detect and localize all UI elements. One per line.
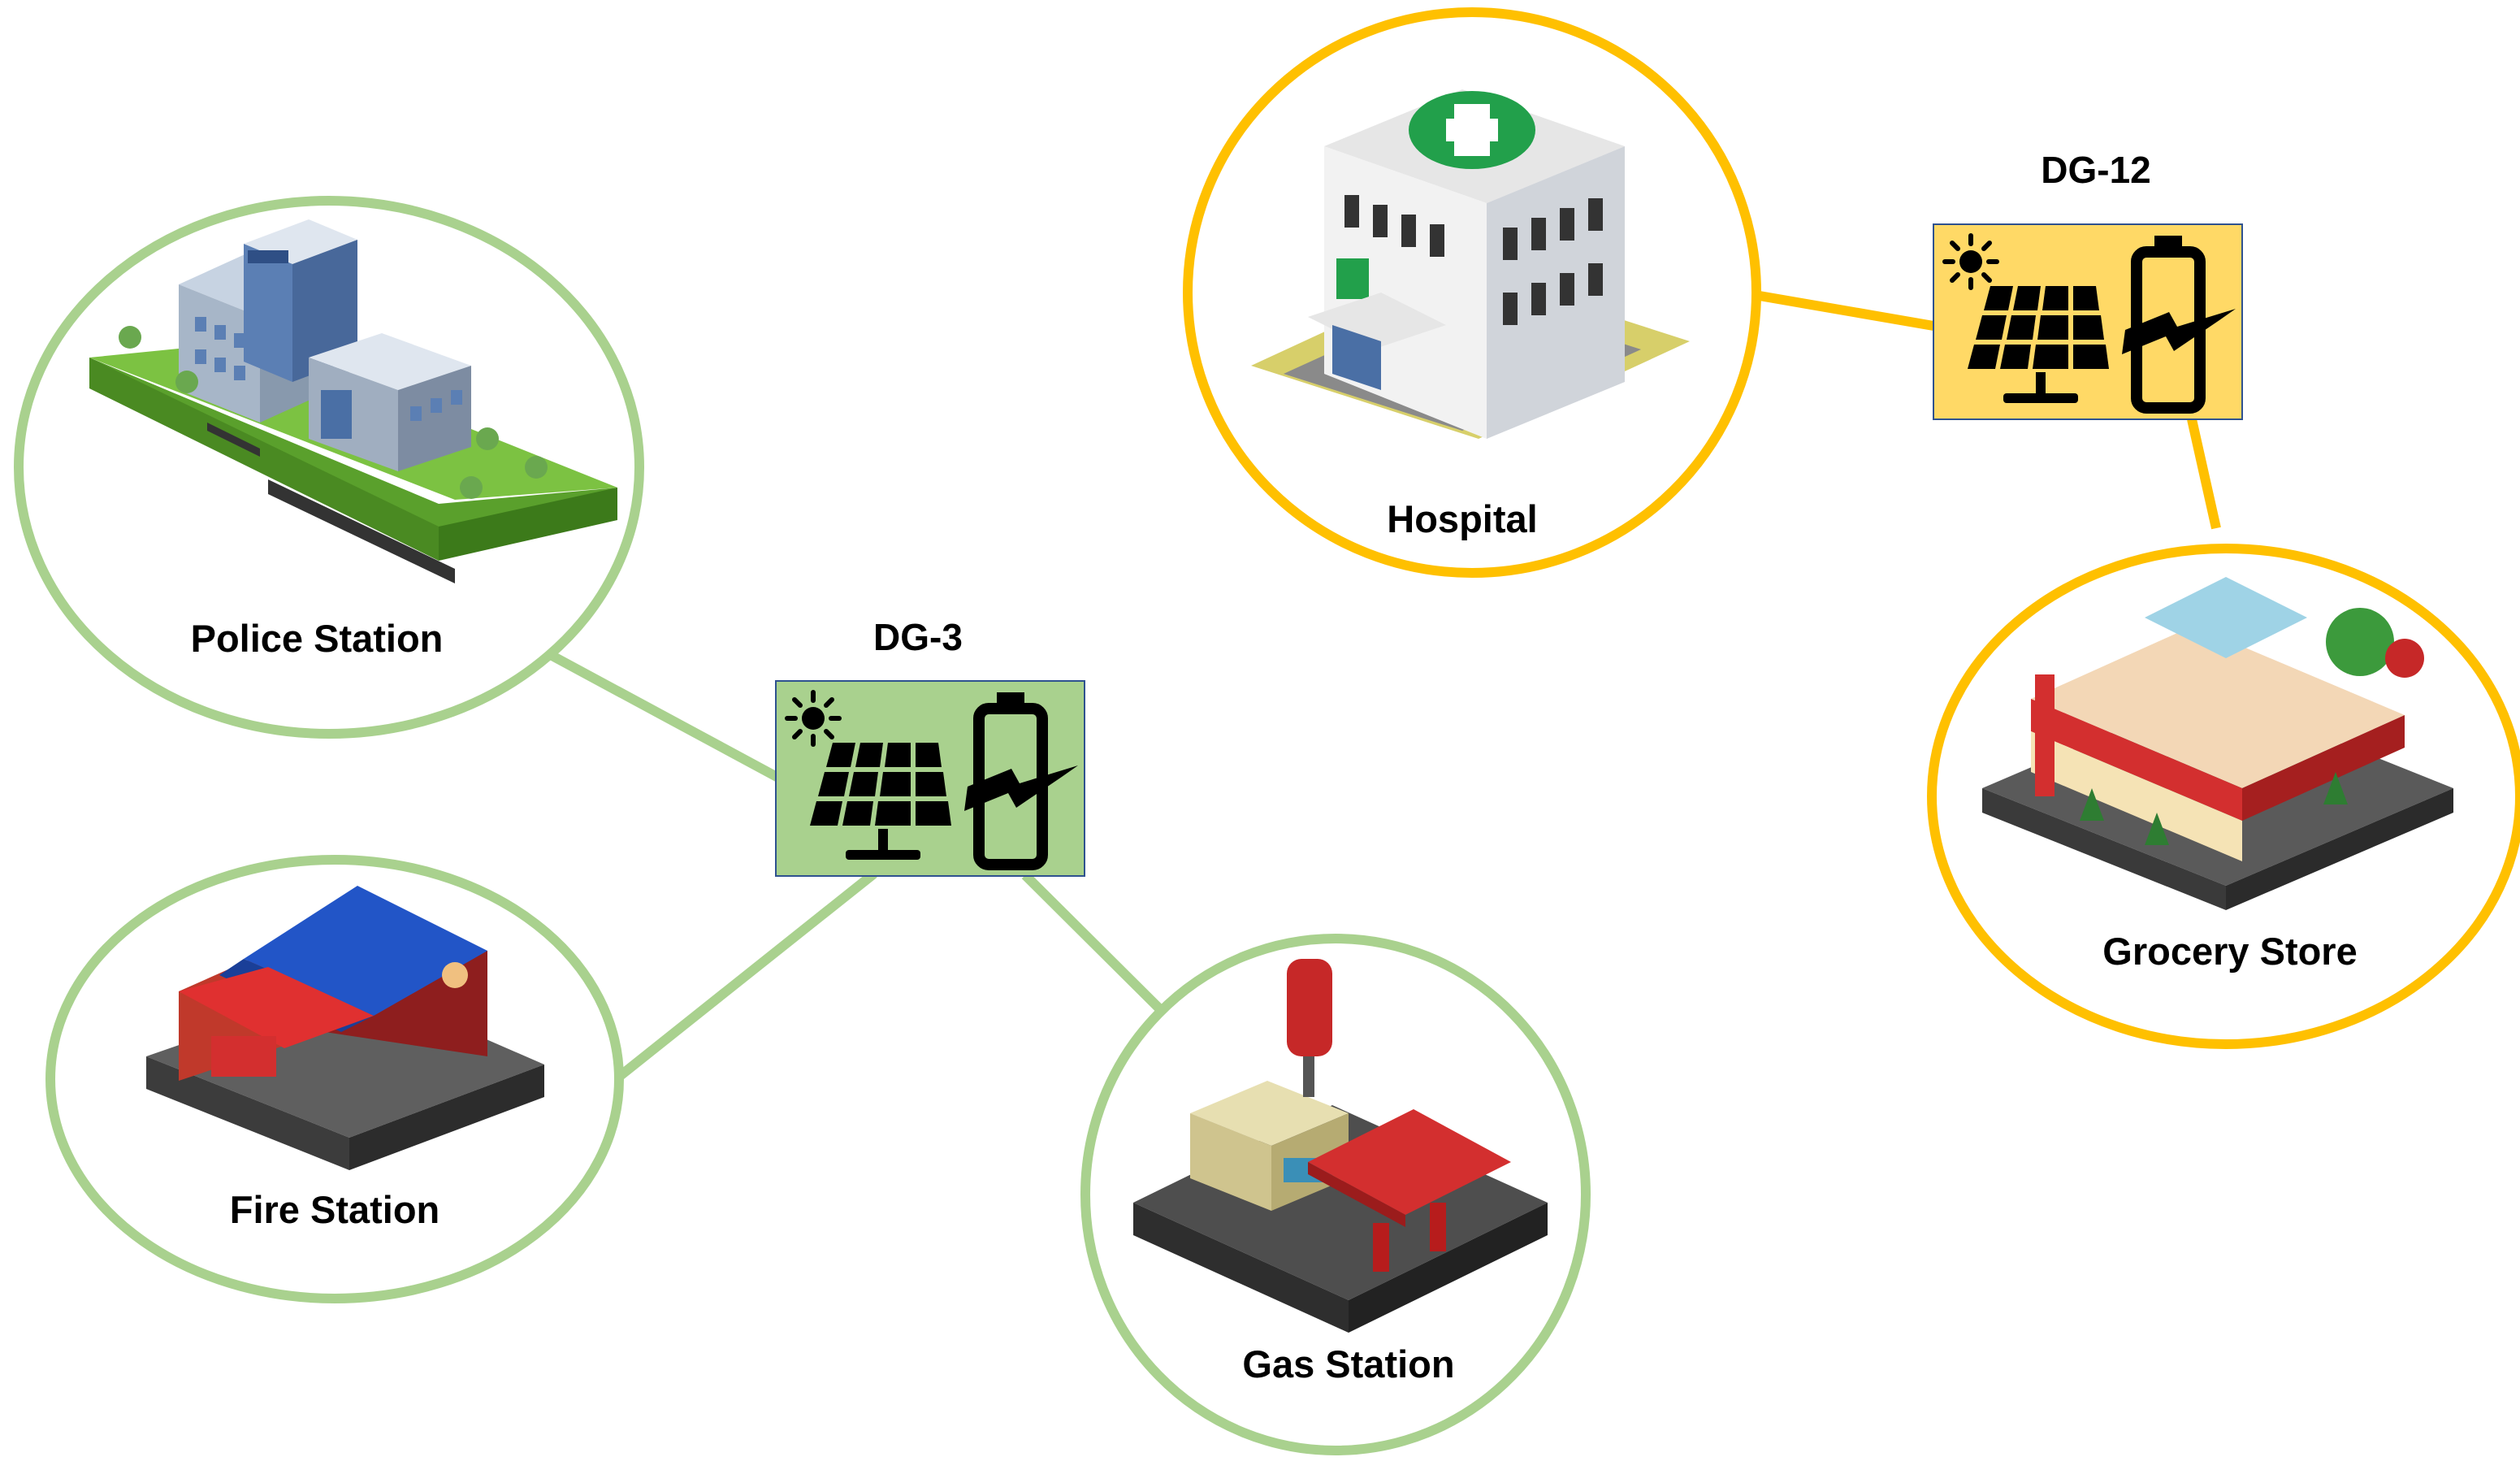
police-station-label: Police Station — [191, 617, 444, 660]
link-grocery-dg12 — [2187, 418, 2221, 530]
hospital-label: Hospital — [1387, 497, 1537, 540]
grocery-store-label: Grocery Store — [2102, 930, 2357, 973]
node-dg3: DG-3 — [775, 616, 1085, 877]
node-fire-station: Fire Station — [45, 855, 624, 1303]
gas-station-label: Gas Station — [1242, 1342, 1454, 1385]
gas-station-icon — [1133, 959, 1548, 1333]
link-fire-dg3 — [616, 869, 877, 1081]
dg12-label: DG-12 — [2041, 149, 2150, 191]
hospital-icon — [1251, 89, 1690, 439]
link-police-dg3 — [547, 649, 781, 783]
connector-lines — [547, 290, 2221, 1081]
node-hospital: Hospital — [1183, 7, 1761, 578]
link-hospital-dg12 — [1753, 290, 1935, 331]
grocery-store-icon — [1982, 577, 2453, 910]
node-gas-station: Gas Station — [1080, 934, 1591, 1455]
link-gas-dg3 — [1021, 871, 1167, 1017]
node-dg12: DG-12 — [1933, 149, 2243, 420]
fire-station-label: Fire Station — [230, 1188, 440, 1231]
dg3-label: DG-3 — [873, 616, 963, 658]
fire-station-icon — [146, 886, 544, 1170]
police-station-icon — [89, 219, 617, 583]
node-police-station: Police Station — [14, 196, 644, 739]
node-grocery-store: Grocery Store — [1927, 544, 2520, 1049]
